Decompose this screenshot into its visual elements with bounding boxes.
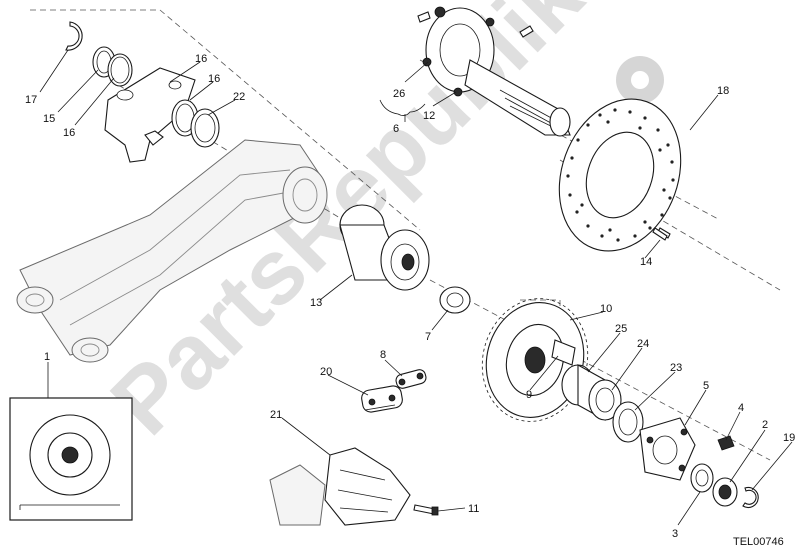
callout-label: 20 bbox=[320, 366, 332, 378]
callout-label: 4 bbox=[738, 402, 744, 414]
retaining-clip bbox=[742, 486, 759, 509]
callout-label: 7 bbox=[425, 331, 431, 343]
brake-disc bbox=[558, 98, 682, 252]
callout-label: 2 bbox=[762, 419, 768, 431]
callout-label: 17 bbox=[25, 94, 37, 106]
callout-label: 10 bbox=[600, 303, 612, 315]
callout-label: 9 bbox=[526, 389, 532, 401]
front-sprocket-inset bbox=[9, 397, 133, 521]
chain-guard bbox=[269, 447, 411, 526]
callout-label: 12 bbox=[423, 110, 435, 122]
callout-label: 6 bbox=[393, 123, 399, 135]
sprocket-flange bbox=[639, 417, 696, 481]
callout-label: 18 bbox=[717, 85, 729, 97]
callout-label: 22 bbox=[233, 91, 245, 103]
eccentric-hub bbox=[339, 204, 430, 291]
reference-code: TEL00746 bbox=[733, 536, 784, 548]
callout-label: 8 bbox=[380, 349, 386, 361]
disc-bolt bbox=[652, 227, 668, 241]
callout-label: 3 bbox=[672, 528, 678, 540]
callout-label: 15 bbox=[43, 113, 55, 125]
callout-label: 23 bbox=[670, 362, 682, 374]
callout-label: 16 bbox=[208, 73, 220, 85]
swingarm bbox=[16, 139, 328, 363]
callout-label: 13 bbox=[310, 297, 322, 309]
circlip bbox=[65, 21, 83, 51]
rear-sprocket bbox=[481, 298, 589, 422]
callout-label: 26 bbox=[393, 88, 405, 100]
callout-label: 1 bbox=[44, 351, 50, 363]
rear-hub-shaft bbox=[417, 6, 571, 137]
leader-lines bbox=[39, 49, 793, 526]
callout-label: 21 bbox=[270, 409, 282, 421]
callout-labels: 17 15 16 16 16 22 26 12 6 18 14 13 7 10 … bbox=[25, 53, 795, 540]
callout-label: 11 bbox=[468, 503, 479, 515]
chain-link bbox=[395, 369, 427, 389]
washer bbox=[690, 463, 714, 493]
bearing-ring bbox=[439, 286, 471, 314]
gear-watermark-icon bbox=[616, 56, 664, 104]
chain-master-link bbox=[361, 385, 403, 413]
callout-label: 5 bbox=[703, 380, 709, 392]
nut bbox=[717, 435, 735, 451]
callout-label: 16 bbox=[195, 53, 207, 65]
bearing-set bbox=[561, 364, 644, 443]
sprocket-spacer bbox=[551, 339, 576, 366]
callout-label: 24 bbox=[637, 338, 649, 350]
callout-label: 19 bbox=[783, 432, 795, 444]
callout-label: 25 bbox=[615, 323, 627, 335]
callout-label: 16 bbox=[63, 127, 75, 139]
callout-label: 14 bbox=[640, 256, 652, 268]
